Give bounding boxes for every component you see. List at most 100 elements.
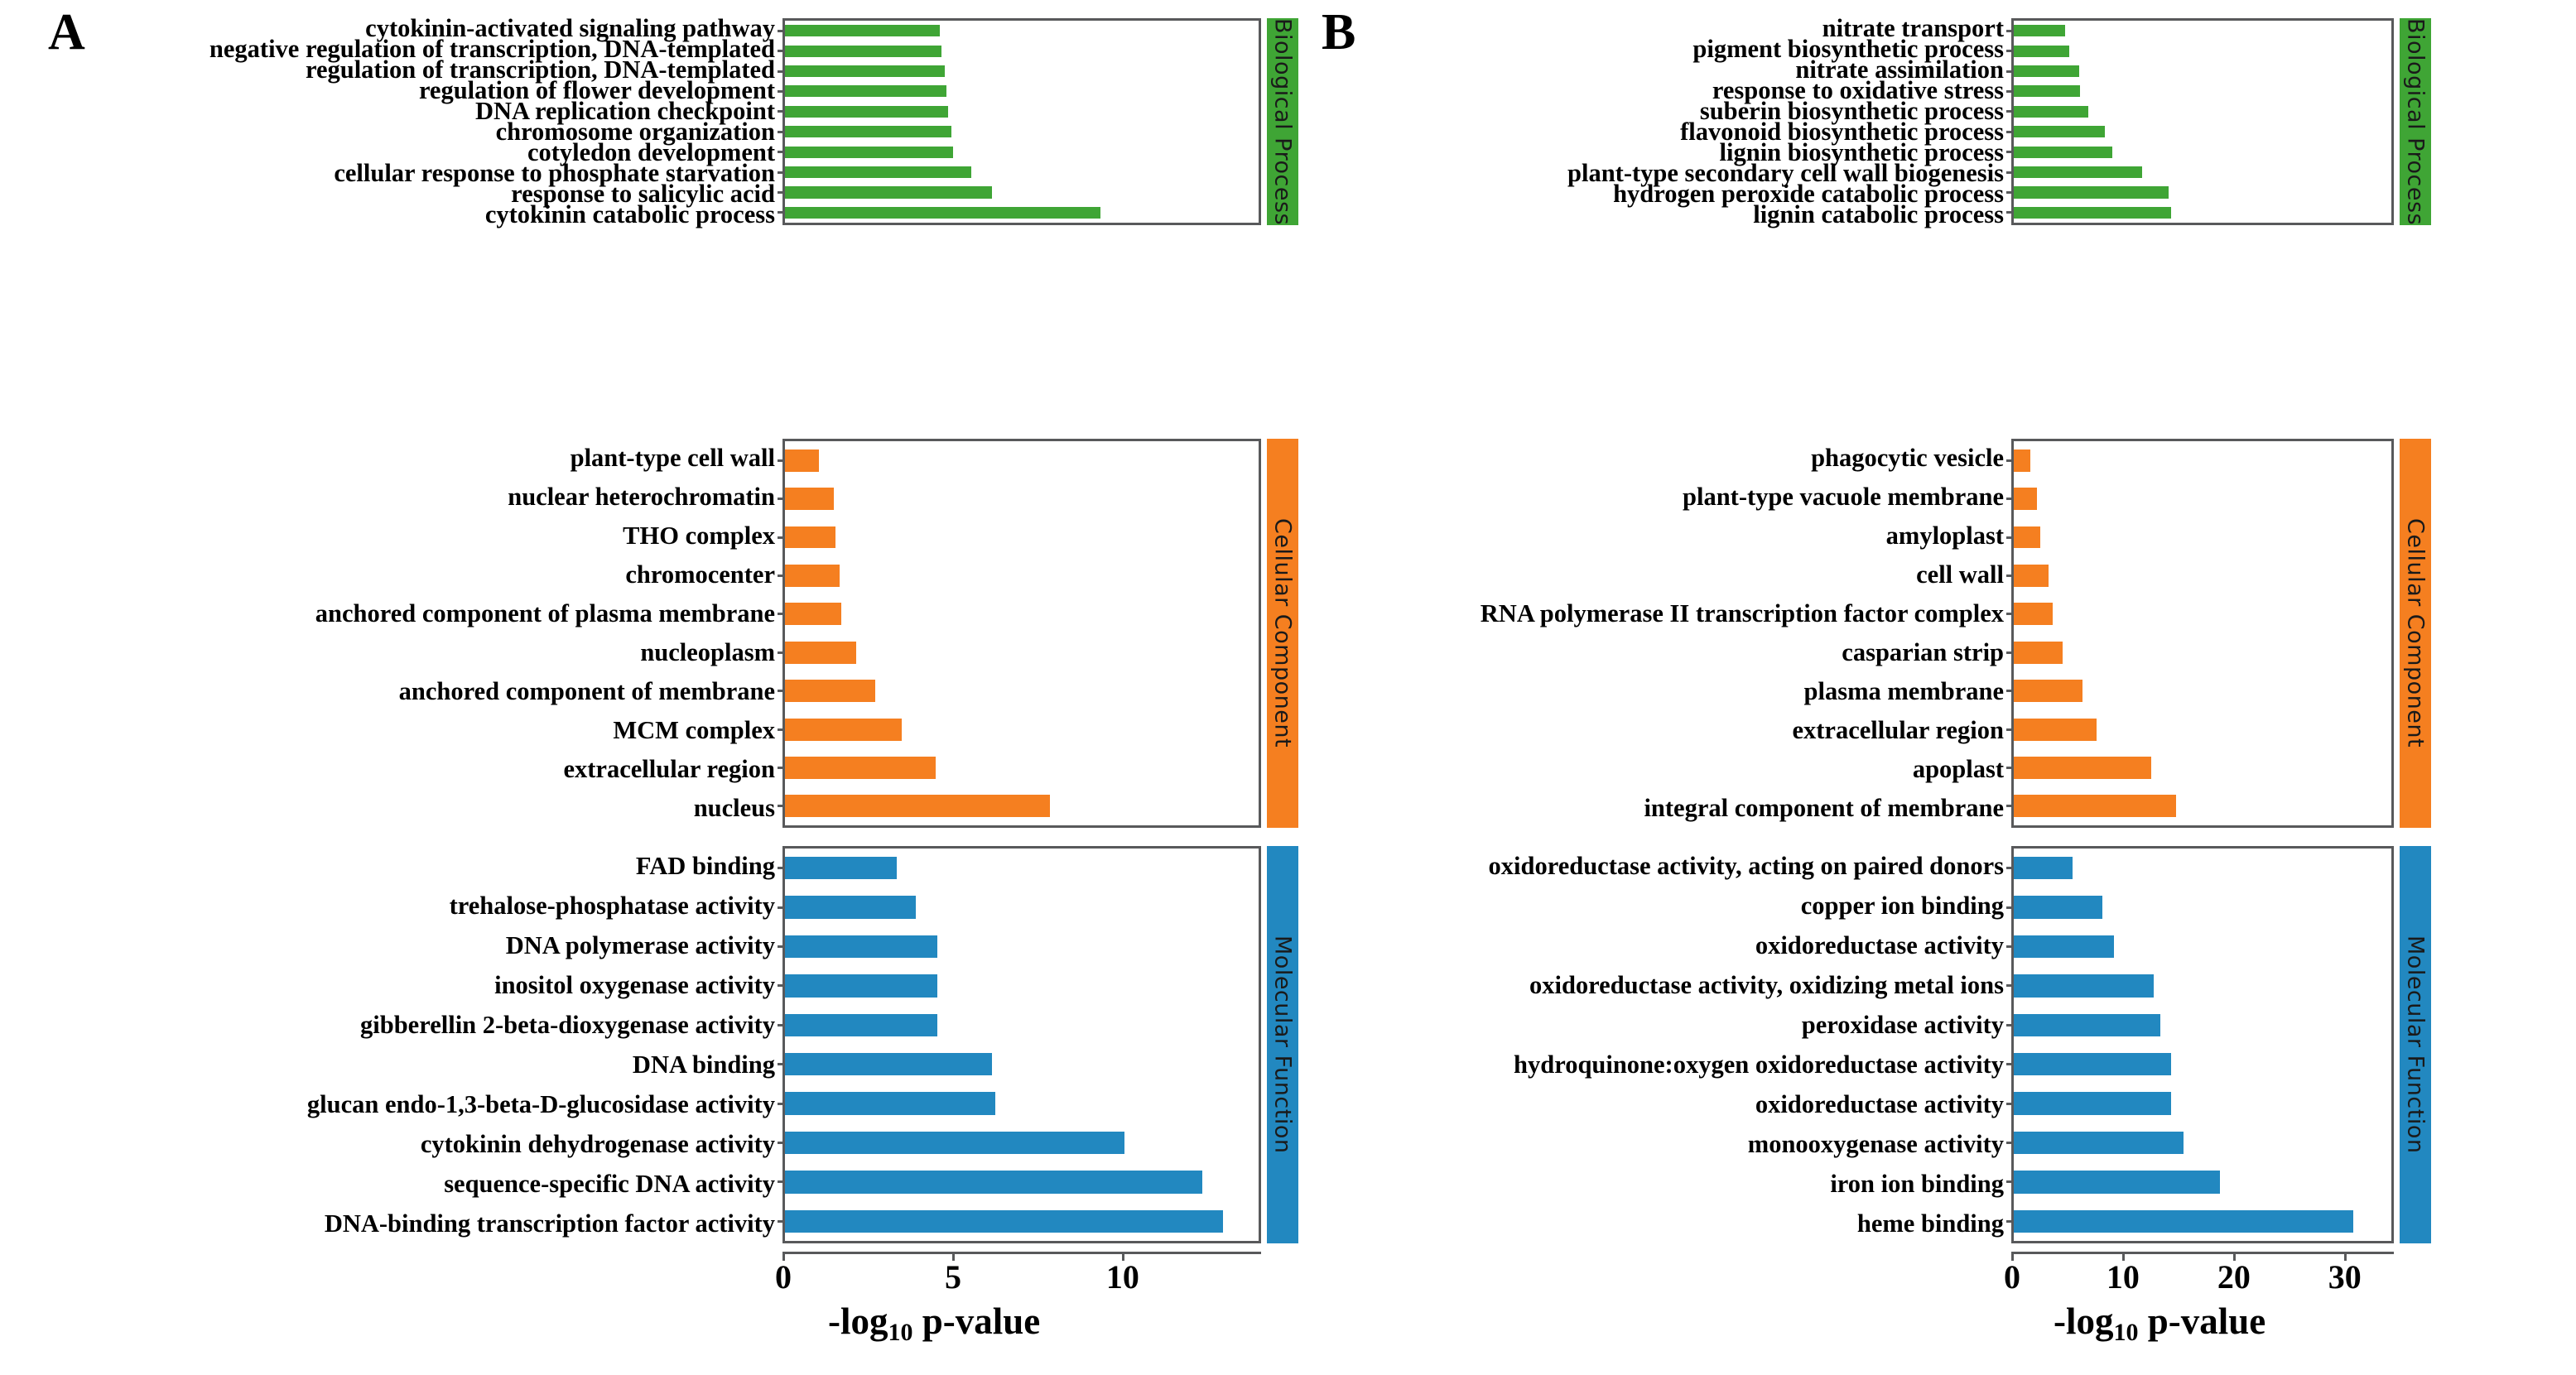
x-tick-label: 10 xyxy=(1105,1258,1139,1296)
bars-container xyxy=(2006,849,2391,1241)
term-label: phagocytic vesicle xyxy=(1811,444,2004,473)
y-tick-mark xyxy=(778,459,785,462)
bar xyxy=(2014,1131,2184,1155)
y-tick-mark xyxy=(778,805,785,808)
bar-row xyxy=(778,595,1259,633)
term-label: regulation of flower development xyxy=(418,76,775,105)
term-label: plant-type vacuole membrane xyxy=(1683,483,2004,512)
x-tick xyxy=(2011,1252,2014,1261)
bar-row xyxy=(778,203,1259,223)
term-label: nucleoplasm xyxy=(640,638,775,667)
bar xyxy=(2014,935,2114,959)
category-block-molecular-function: oxidoreductase activity, acting on paire… xyxy=(1288,846,2437,1243)
bar-row xyxy=(2006,61,2391,81)
bar-row xyxy=(2006,1084,2391,1123)
bar xyxy=(785,105,948,118)
y-tick-mark xyxy=(2006,651,2014,654)
x-tick xyxy=(1121,1252,1124,1261)
y-tick-mark xyxy=(778,498,785,501)
y-tick-mark xyxy=(778,1219,785,1223)
term-label: heme binding xyxy=(1856,1209,2004,1238)
bar-row xyxy=(2006,556,2391,594)
bar-row xyxy=(778,849,1259,887)
bar-row xyxy=(2006,182,2391,202)
bar xyxy=(785,1209,1223,1233)
bar-row xyxy=(2006,1162,2391,1201)
term-label: FAD binding xyxy=(635,851,775,880)
y-tick-mark xyxy=(2006,1142,2014,1145)
plot-area xyxy=(2006,18,2394,225)
bars-container xyxy=(778,21,1259,223)
term-label: nucleus xyxy=(693,794,775,823)
category-strip-molecular-function: Molecular Function xyxy=(2400,846,2431,1243)
panel-letter-a: A xyxy=(48,4,85,60)
x-tick-label: 5 xyxy=(944,1258,961,1296)
term-label: DNA replication checkpoint xyxy=(474,97,775,126)
bar-row xyxy=(2006,887,2391,926)
category-strip-label: Biological Process xyxy=(2402,17,2429,226)
bar xyxy=(785,186,993,199)
bar xyxy=(785,85,946,98)
bar xyxy=(2014,603,2053,626)
term-label: cell wall xyxy=(1916,560,2004,589)
bar xyxy=(2014,1092,2172,1115)
term-label: oxidoreductase activity, acting on paire… xyxy=(1488,851,2004,880)
bar xyxy=(785,757,937,779)
y-tick-mark xyxy=(778,1180,785,1184)
term-label: THO complex xyxy=(623,522,775,550)
bar xyxy=(2014,1171,2221,1194)
bar xyxy=(2014,856,2073,880)
term-label: DNA binding xyxy=(632,1050,775,1079)
category-strip-label: Molecular Function xyxy=(2402,935,2429,1154)
x-tick xyxy=(2343,1252,2347,1261)
term-label: DNA-binding transcription factor activit… xyxy=(324,1209,775,1238)
y-tick-mark xyxy=(778,29,785,32)
term-label: cytokinin-activated signaling pathway xyxy=(365,14,775,43)
term-label: response to oxidative stress xyxy=(1712,76,2004,105)
bars-container xyxy=(2006,441,2391,825)
y-tick-mark xyxy=(2006,945,2014,949)
plot-area xyxy=(2006,846,2394,1243)
x-axis-title: -log10 p-value xyxy=(2054,1300,2265,1345)
x-axis-title-prefix: -log xyxy=(2054,1300,2114,1342)
y-tick-mark xyxy=(2006,89,2014,93)
plot-area xyxy=(778,439,1261,828)
bar xyxy=(2014,896,2103,919)
term-label: RNA polymerase II transcription factor c… xyxy=(1480,599,2004,628)
y-tick-mark xyxy=(778,110,785,113)
bar xyxy=(785,564,840,587)
bar-row xyxy=(2006,203,2391,223)
y-tick-mark xyxy=(778,70,785,73)
term-label: cotyledon development xyxy=(527,138,775,167)
bar xyxy=(2014,757,2152,779)
x-tick xyxy=(2121,1252,2125,1261)
term-label: nitrate transport xyxy=(1822,14,2004,43)
bar xyxy=(2014,45,2069,57)
term-label: anchored component of plasma membrane xyxy=(315,599,775,628)
y-tick-mark xyxy=(778,906,785,909)
bar xyxy=(785,1052,993,1076)
y-tick-mark xyxy=(2006,984,2014,988)
bar xyxy=(785,1092,996,1115)
y-tick-mark xyxy=(778,190,785,194)
bar xyxy=(785,25,940,37)
bar-row xyxy=(2006,633,2391,671)
x-axis-title: -log10 p-value xyxy=(828,1303,1040,1345)
bar-row xyxy=(2006,122,2391,142)
term-label: anchored component of membrane xyxy=(398,677,775,706)
term-label: amyloplast xyxy=(1885,522,2004,550)
y-tick-mark xyxy=(778,728,785,731)
bar xyxy=(785,1131,1124,1155)
term-label: cytokinin catabolic process xyxy=(484,200,775,229)
bars-container xyxy=(2006,21,2391,223)
bar xyxy=(2014,795,2176,818)
bar xyxy=(785,795,1050,818)
bar xyxy=(2014,166,2143,179)
y-tick-mark xyxy=(2006,1180,2014,1184)
y-tick-mark xyxy=(2006,211,2014,214)
